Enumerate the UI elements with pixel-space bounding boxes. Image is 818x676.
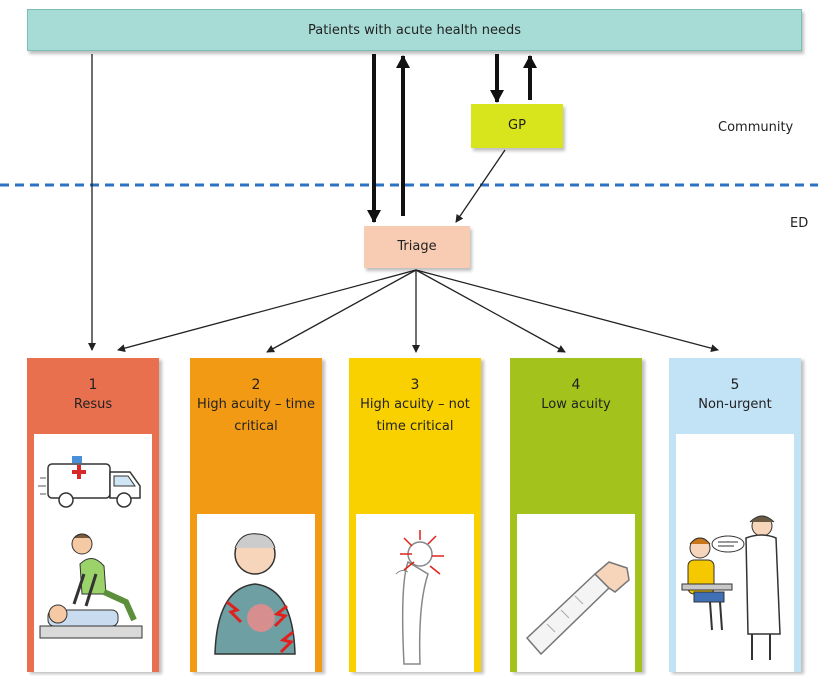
speech-bubble-icon — [711, 535, 745, 553]
ed-zone-label: ED — [790, 216, 809, 231]
category-number: 3 — [410, 377, 420, 393]
cpr-scene-icon — [39, 533, 143, 639]
triage-label: Triage — [397, 239, 437, 254]
category-label: Non-urgent — [698, 397, 772, 412]
patients-header-label: Patients with acute health needs — [307, 23, 521, 38]
triage-box: Triage — [364, 226, 470, 268]
arrow-triage-to-cat-5 — [415, 269, 719, 353]
arrow-gp-to-triage — [455, 149, 506, 223]
doctor-talking-to-child-illustration — [676, 434, 794, 672]
pain-bolt-icon — [226, 600, 243, 624]
community-zone-label: Community — [718, 120, 794, 135]
doctor-icon — [745, 515, 781, 660]
category-4-low-acuity: 4 Low acuity — [510, 358, 642, 672]
category-1-resus: 1 Resus — [27, 358, 159, 672]
painful-hip-bone-illustration — [356, 514, 474, 672]
category-label: Low acuity — [541, 397, 611, 412]
category-5-non-urgent: 5 Non-urgent — [669, 358, 801, 672]
gp-box: GP — [471, 104, 563, 148]
category-3-high-acuity-not-time-critical: 3 High acuity – not time critical — [349, 358, 481, 672]
category-number: 5 — [730, 377, 740, 393]
gp-label: GP — [508, 118, 526, 133]
category-number: 1 — [88, 377, 98, 393]
patients-header-box: Patients with acute health needs — [27, 9, 802, 51]
ambulance-icon — [38, 456, 141, 508]
arm-in-cast-illustration — [517, 514, 635, 672]
category-number: 2 — [251, 377, 261, 393]
arrow-triage-to-cat-4 — [415, 269, 566, 353]
category-2-high-acuity-time-critical: 2 High acuity – time critical — [190, 358, 322, 672]
pain-rays-icon — [400, 530, 444, 575]
category-label: Resus — [73, 397, 113, 412]
man-with-chest-pain-illustration — [197, 514, 315, 672]
category-number: 4 — [571, 377, 581, 393]
arrow-triage-to-cat-2 — [266, 269, 417, 353]
ambulance-and-cpr-illustration — [34, 434, 152, 672]
child-icon — [681, 537, 733, 631]
category-label: High acuity – not time critical — [360, 397, 470, 434]
category-label: High acuity – time critical — [197, 397, 315, 434]
arrow-triage-to-cat-1 — [117, 269, 417, 353]
